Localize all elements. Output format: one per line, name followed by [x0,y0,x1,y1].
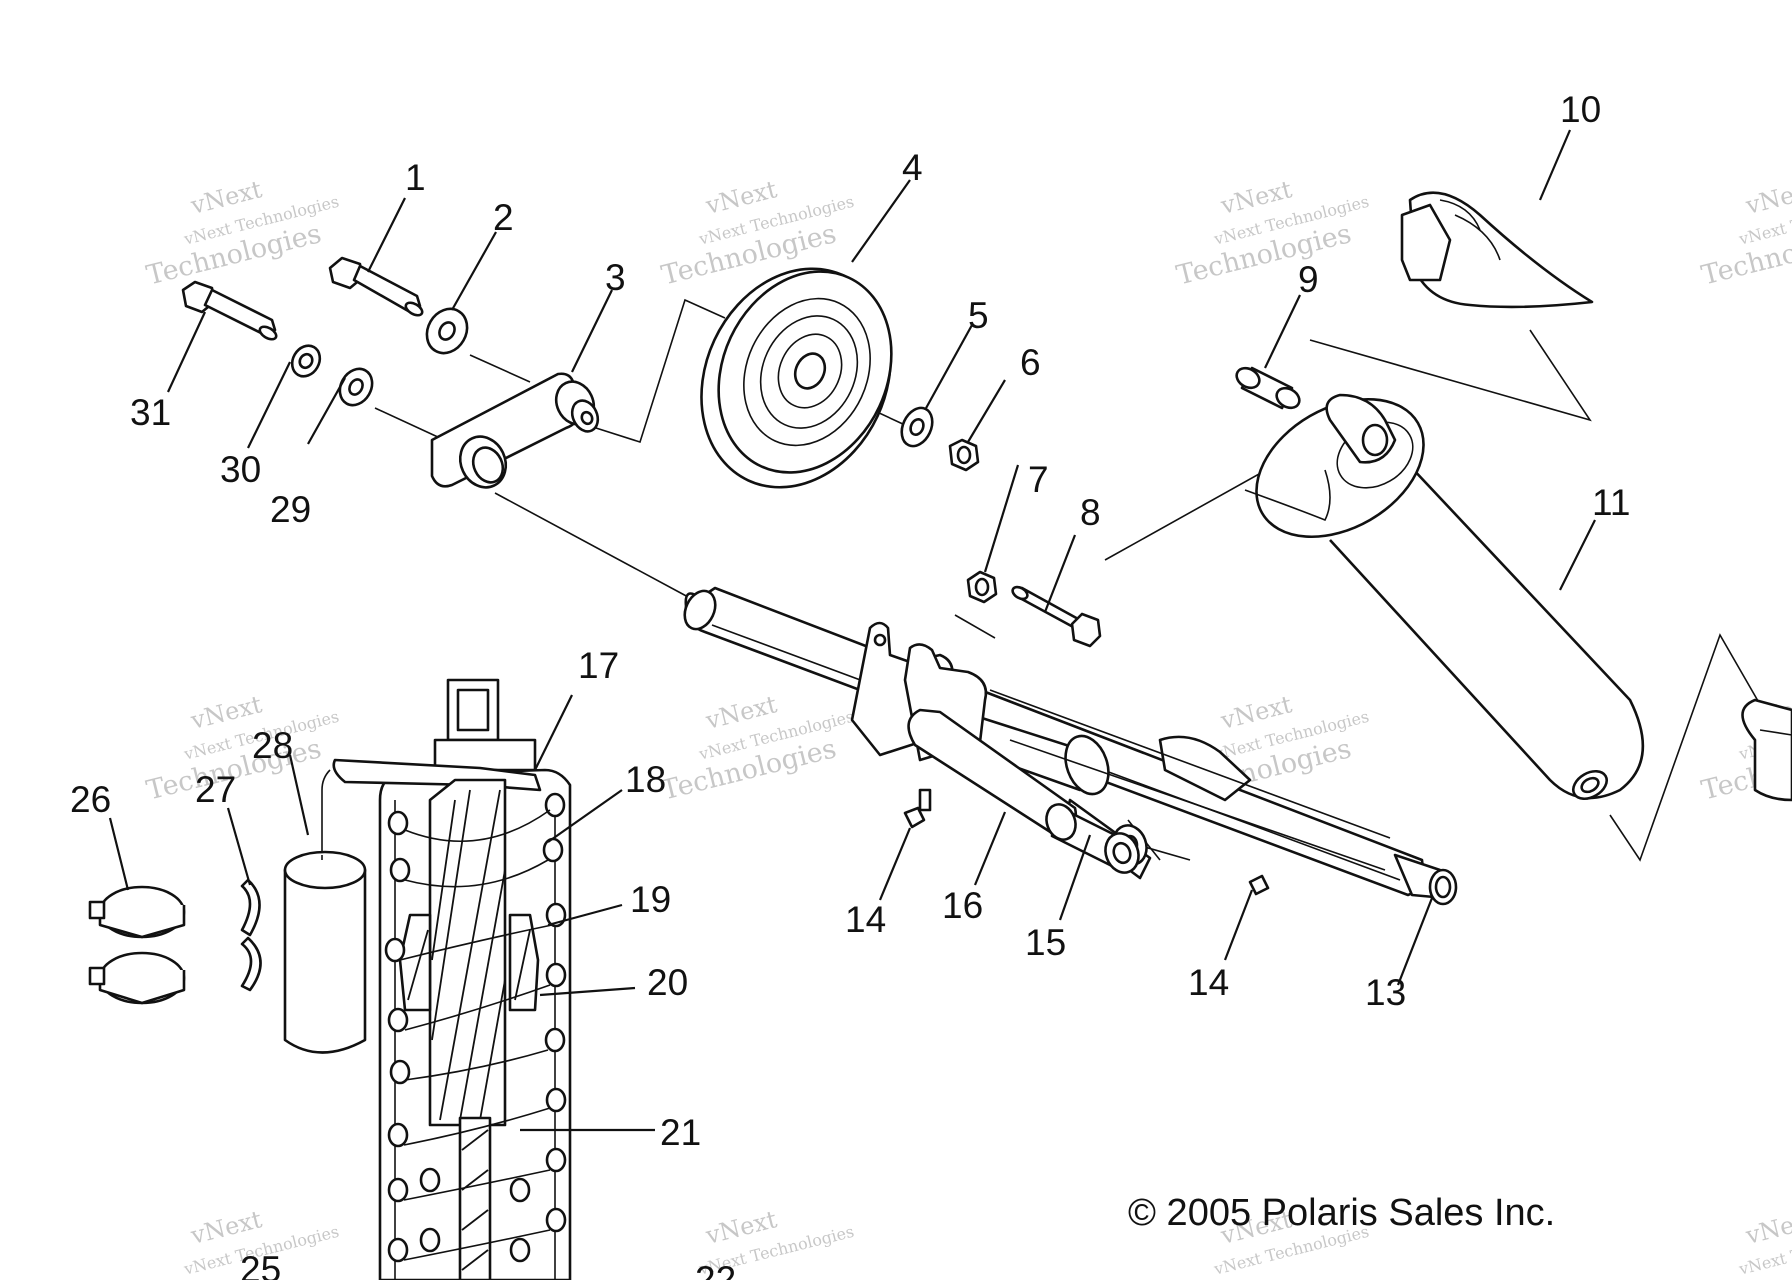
washer-30 [290,344,322,378]
shock-assembly [321,678,572,1280]
label-19: 19 [630,879,671,920]
washer-5 [900,406,934,448]
label-6: 6 [1020,342,1041,383]
watermark: vNext vNext Technologies Technologies [658,690,855,806]
label-3: 3 [605,257,626,298]
label-18: 18 [625,759,666,800]
label-20: 20 [647,962,688,1003]
grease-fitting-14 [903,788,932,829]
label-1: 1 [405,157,426,198]
clip-27 [240,878,262,992]
reservoir-28 [283,850,367,1054]
watermark: vNext vNext Technologies Technologies [1698,175,1792,291]
leader-lines [108,129,1596,1132]
label-15: 15 [1025,922,1066,963]
label-25: 25 [240,1249,281,1280]
grease-fitting-14 [1248,874,1270,896]
label-2: 2 [493,197,514,238]
bushing-15 [1045,803,1140,874]
spring-coils [384,792,567,1263]
label-27: 27 [195,769,236,810]
bolt-8 [1011,585,1102,648]
label-11: 11 [1592,482,1630,523]
bushing-9 [1235,366,1301,410]
watermark: vNext vNext Technologies Technologies [143,175,340,291]
label-21: 21 [660,1112,701,1153]
shock-boot-10 [1400,191,1594,309]
shock-body-11 [1244,393,1792,802]
nut-7 [966,570,998,604]
label-10: 10 [1560,89,1601,130]
clamp-26 [88,885,186,1005]
label-8: 8 [1080,492,1101,533]
label-22: 22 [695,1259,736,1280]
bolt-31 [181,280,278,341]
label-26: 26 [70,779,111,820]
idler-wheel-4 [700,267,893,489]
watermark: vNext vNext Technologies Technologies [1173,175,1370,291]
label-4: 4 [902,147,923,188]
bolt-1 [328,256,424,317]
shaft-hatch [431,789,506,1121]
watermark: vNext vNext Technologies Technologies [143,690,340,806]
label-9: 9 [1298,259,1319,300]
svg-text:vNext: vNext [1742,1205,1792,1250]
label-5: 5 [968,295,989,336]
idler-arm-3 [430,372,600,489]
label-14b: 14 [1188,962,1229,1003]
label-29: 29 [270,489,311,530]
label-14a: 14 [845,899,886,940]
label-28: 28 [252,725,293,766]
washer-2 [425,307,469,355]
svg-text:vNext: vNext [1742,175,1792,220]
label-13: 13 [1365,972,1406,1013]
nut-6 [948,438,980,472]
part-labels: 1 2 3 4 5 6 7 8 9 10 11 13 14 14 15 16 1… [70,89,1630,1280]
label-16: 16 [942,885,983,926]
label-7: 7 [1028,459,1049,500]
watermark: vNext vNext Technologies [1736,1205,1792,1279]
label-31: 31 [130,392,171,433]
label-30: 30 [220,449,261,490]
label-17: 17 [578,645,619,686]
copyright-notice: © 2005 Polaris Sales Inc. [1128,1192,1555,1234]
